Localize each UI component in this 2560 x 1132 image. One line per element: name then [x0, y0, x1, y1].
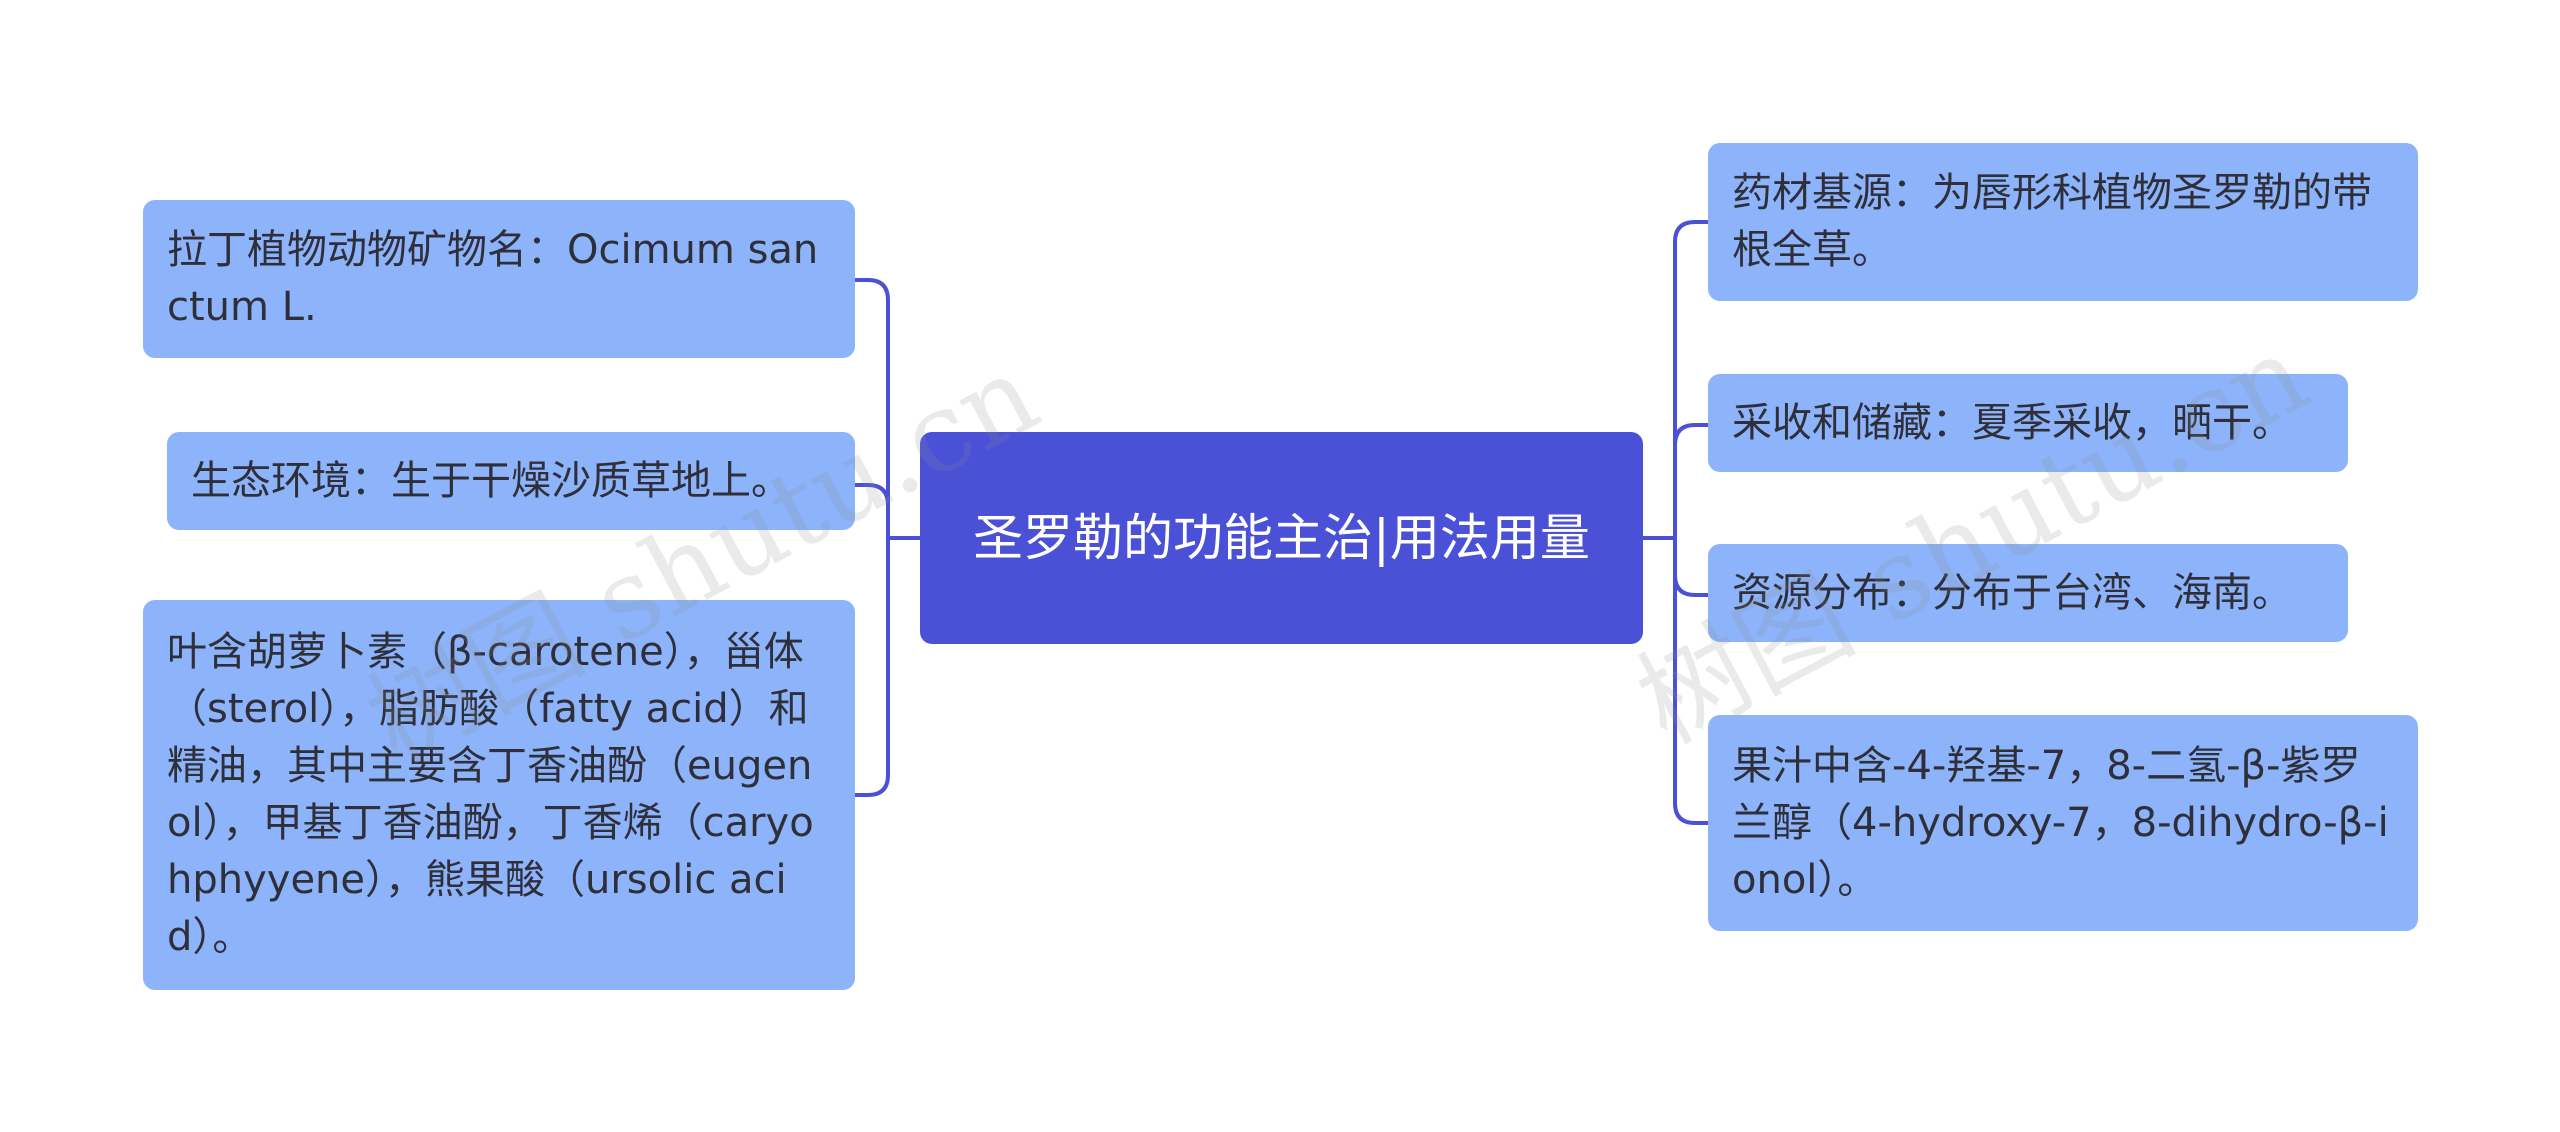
- connector-right-4: [1673, 536, 1710, 825]
- right-node-source[interactable]: 药材基源：为唇形科植物圣罗勒的带根全草。: [1708, 143, 2418, 301]
- central-topic[interactable]: 圣罗勒的功能主治|用法用量: [920, 432, 1643, 644]
- connector-left-3: [853, 536, 890, 797]
- connector-right-3: [1673, 536, 1710, 597]
- right-node-fruit-juice[interactable]: 果汁中含-4-羟基-7，8-二氢-β-紫罗兰醇（4-hydroxy-7，8-di…: [1708, 715, 2418, 931]
- left-node-constituents-text: 叶含胡萝卜素（β-carotene），甾体（sterol），脂肪酸（fatty …: [167, 629, 814, 960]
- right-node-fruit-juice-text: 果汁中含-4-羟基-7，8-二氢-β-紫罗兰醇（4-hydroxy-7，8-di…: [1732, 742, 2389, 903]
- connector-left-2: [853, 483, 890, 540]
- right-node-distribution-text: 资源分布：分布于台湾、海南。: [1732, 569, 2292, 616]
- right-node-harvest[interactable]: 采收和储藏：夏季采收，晒干。: [1708, 374, 2348, 472]
- left-node-constituents[interactable]: 叶含胡萝卜素（β-carotene），甾体（sterol），脂肪酸（fatty …: [143, 600, 855, 990]
- left-node-habitat-text: 生态环境：生于干燥沙质草地上。: [191, 457, 791, 504]
- connector-right-2: [1673, 423, 1710, 540]
- left-node-habitat[interactable]: 生态环境：生于干燥沙质草地上。: [167, 432, 855, 530]
- left-node-latin-name-text: 拉丁植物动物矿物名：Ocimum sanctum L.: [167, 227, 819, 330]
- central-topic-label: 圣罗勒的功能主治|用法用量: [973, 509, 1590, 567]
- right-node-harvest-text: 采收和储藏：夏季采收，晒干。: [1732, 399, 2292, 446]
- left-node-latin-name[interactable]: 拉丁植物动物矿物名：Ocimum sanctum L.: [143, 200, 855, 358]
- connector-right-1: [1673, 220, 1710, 540]
- connector-left-1: [853, 278, 890, 540]
- right-node-source-text: 药材基源：为唇形科植物圣罗勒的带根全草。: [1732, 170, 2372, 273]
- right-node-distribution[interactable]: 资源分布：分布于台湾、海南。: [1708, 544, 2348, 642]
